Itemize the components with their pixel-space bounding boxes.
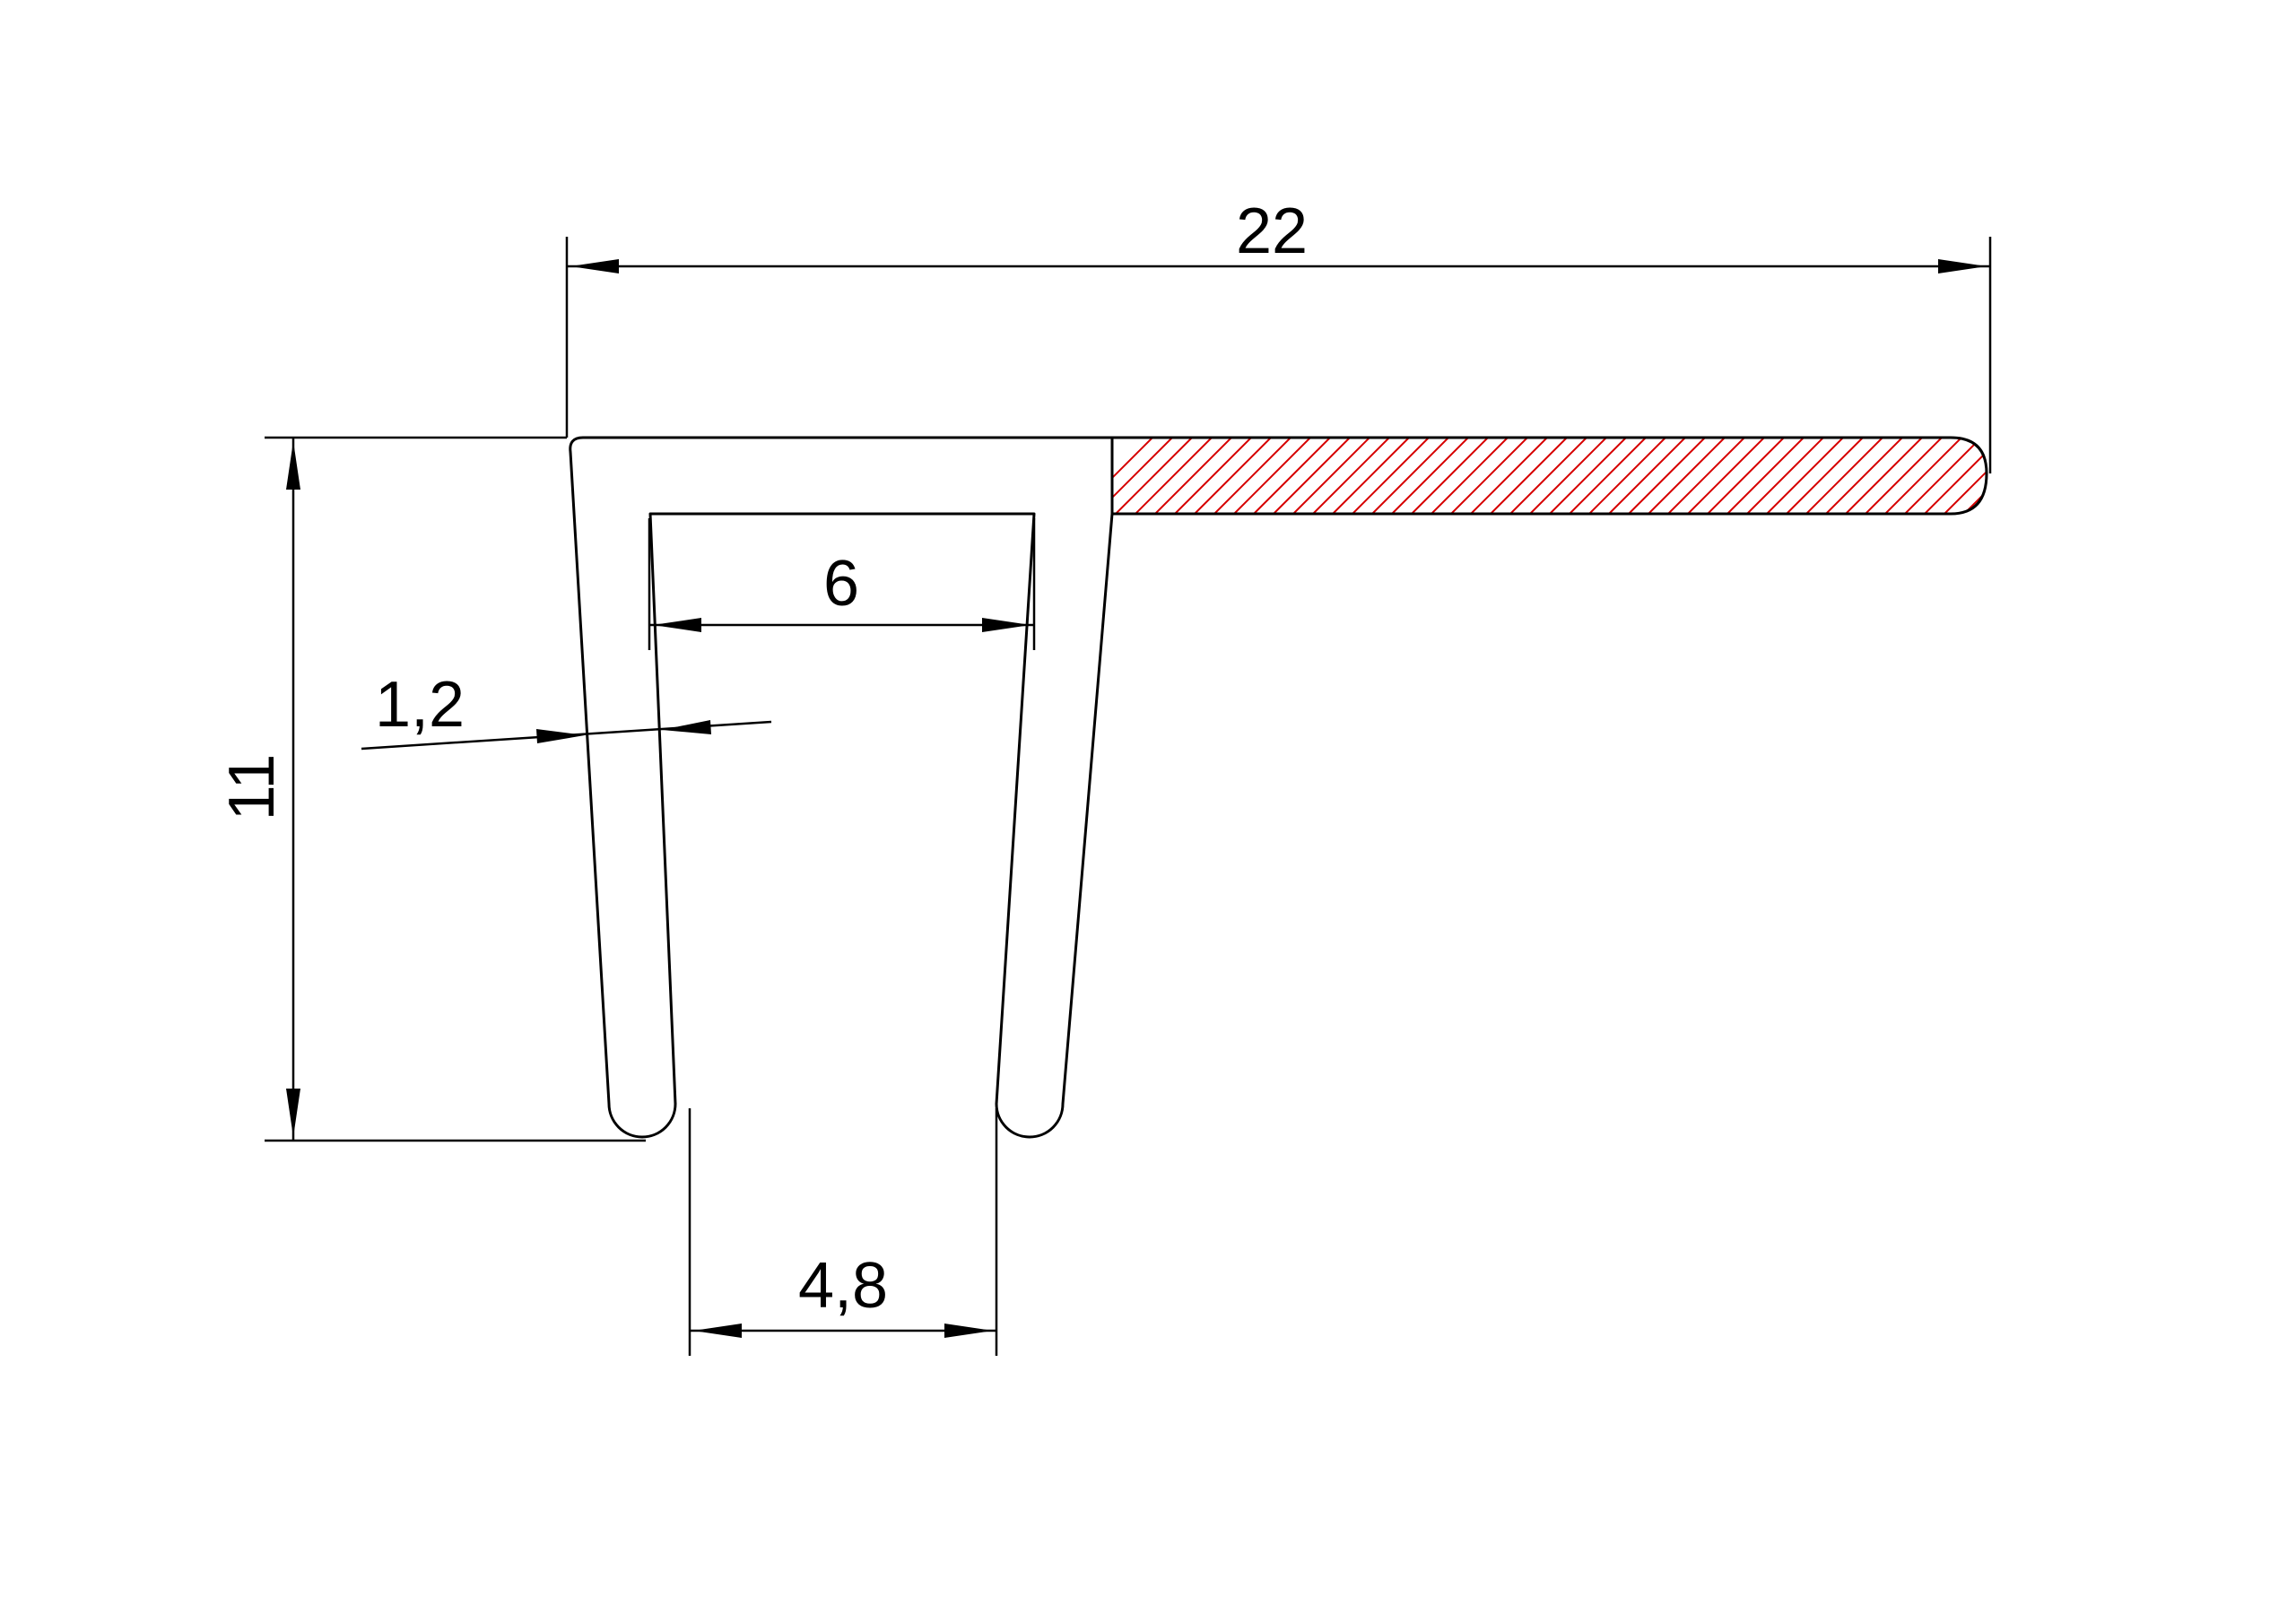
hatch-line [2004,438,2080,514]
hatch-line [1726,438,1805,514]
dimension-wall-thickness: 1,2 [361,669,772,751]
hatch-line [1233,438,1311,514]
hatch-line [1786,438,1864,514]
hatch-line [1391,438,1469,514]
dimension-label-total-width: 22 [1236,195,1308,267]
hatch-line [1292,438,1370,514]
hatch-line [2023,438,2100,514]
hatch-line [1648,438,1726,514]
hatch-line [1253,438,1331,514]
hatch-line [1431,438,1509,514]
hatch-line [1112,438,1153,514]
hatch-line [1135,438,1213,514]
hatch-line [1509,438,1587,514]
hatch-line [1805,438,1883,514]
hatch-line [1194,438,1272,514]
hatch-line [1490,438,1568,514]
hatch-line [1904,438,1982,514]
dimension-opening-width: 4,8 [688,1108,998,1356]
hatch-line [1608,438,1686,514]
hatch-line [1983,438,1987,514]
hatch-line [1845,438,1923,514]
hatch-line [1924,438,1987,514]
hatch-line [1352,438,1430,514]
hatch-line [1687,438,1765,514]
hatch-line [1332,438,1410,514]
hatch-line [1174,438,1252,514]
hatch-line [1450,438,1528,514]
dimension-label-wall-thickness: 1,2 [375,669,465,741]
hatch-line [1213,438,1292,514]
hatched-strip [1110,436,2100,516]
hatch-line [1470,438,1548,514]
dimension-inner-width: 6 [648,518,1036,650]
hatch-line [1273,438,1351,514]
hatch-line [1154,438,1232,514]
hatch-line [1746,438,1824,514]
hatch-line [1529,438,1607,514]
u-profile-outline [569,436,1114,1139]
dimension-label-inner-width: 6 [823,548,859,620]
hatch-line [1628,438,1706,514]
hatch-line [1825,438,1903,514]
hatch-line [1115,438,1193,514]
dimension-label-height: 11 [216,754,288,821]
hatch-line [1944,438,1987,514]
hatch-line [1963,438,1987,514]
hatch-line [1865,438,1943,514]
hatch-line [1588,438,1666,514]
hatch-line [1112,438,1173,514]
hatch-line [1707,438,1785,514]
hatch-line [1569,438,1647,514]
hatch-line [1371,438,1449,514]
hatch-line [1884,438,1962,514]
hatch-line [1549,438,1627,514]
dimension-total-width: 22 [565,195,1992,473]
dimension-label-opening-width: 4,8 [798,1250,888,1322]
hatch-line [1766,438,1844,514]
hatch-line [1312,438,1390,514]
hatch-line [1411,438,1489,514]
dimension-height: 11 [216,436,646,1142]
hatch-line [1667,438,1745,514]
